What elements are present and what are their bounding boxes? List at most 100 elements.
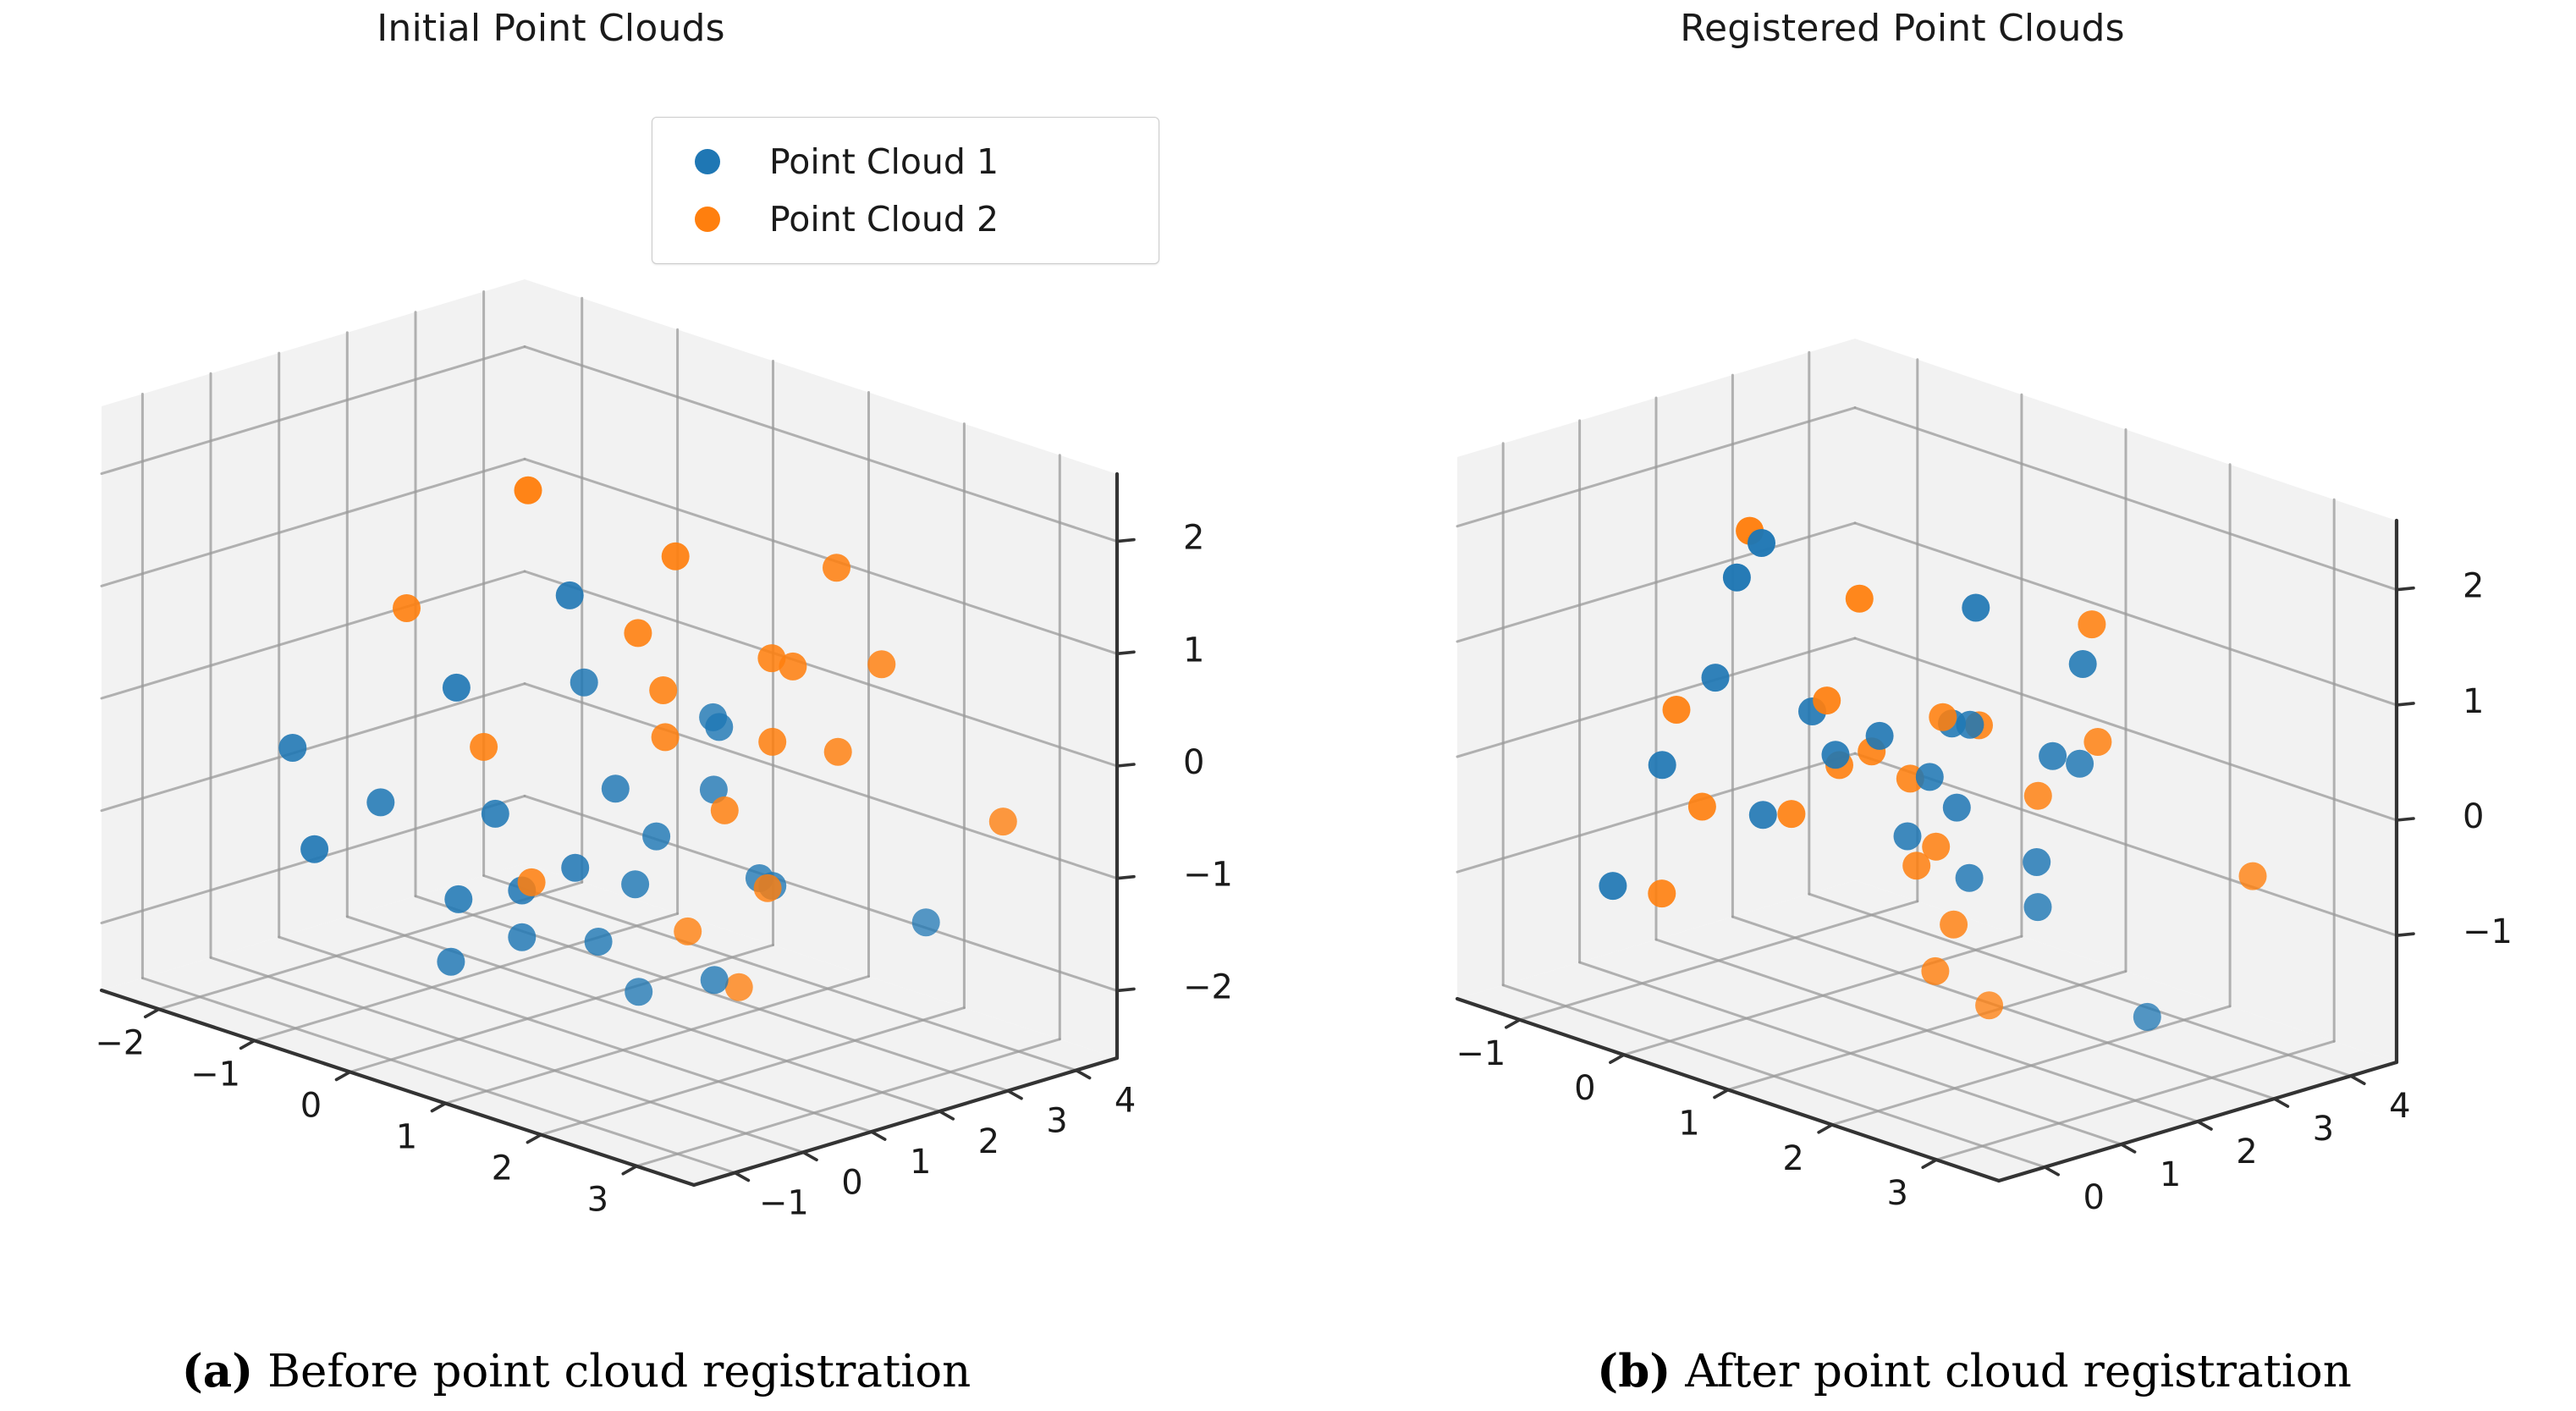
scatter-point: [300, 835, 329, 863]
legend-item-cloud2[interactable]: Point Cloud 2: [671, 190, 1137, 248]
scatter-point: [2083, 728, 2112, 756]
scatter-point: [2023, 893, 2052, 922]
scatter-point: [517, 868, 546, 896]
scatter-point: [508, 923, 537, 951]
axis-tick-label: 1: [2160, 1155, 2181, 1194]
scatter-point: [444, 885, 473, 913]
scatter-point: [514, 476, 542, 504]
scatter-point: [1821, 741, 1850, 769]
scatter-point: [867, 650, 896, 679]
scatter-point: [699, 775, 728, 804]
legend-item-cloud1[interactable]: Point Cloud 1: [671, 133, 1137, 190]
caption-a-prefix: (a): [181, 1345, 254, 1397]
scatter-point: [437, 947, 465, 976]
scatter-point: [1955, 863, 1984, 892]
axis-tick-label: 1: [396, 1118, 417, 1157]
circle-marker-icon: [695, 149, 720, 174]
scatter-point: [823, 554, 850, 582]
axis-tick-label: 0: [300, 1087, 322, 1126]
scatter-point: [1722, 563, 1751, 592]
caption-b: (b) After point cloud registration: [1330, 1345, 2576, 1397]
axis-tick-label: 1: [910, 1143, 931, 1182]
scatter-point: [555, 581, 584, 609]
scatter-point: [1921, 956, 1950, 985]
axis-tick-label: 0: [1574, 1069, 1595, 1108]
axis-tick-label: 4: [2389, 1087, 2410, 1126]
scatter-point: [649, 676, 678, 704]
axis-tick-label: 2: [1782, 1139, 1803, 1178]
scatter-point: [753, 874, 782, 902]
axis-tick-label: 0: [841, 1163, 862, 1202]
axis-tick-label: 4: [1115, 1082, 1136, 1121]
scatter-point: [651, 723, 680, 752]
axis-tick-label: 1: [1678, 1105, 1699, 1144]
scatter-point: [1687, 792, 1716, 821]
scatter-point: [779, 652, 807, 681]
scatter-point: [442, 673, 471, 702]
axis-tick-label: 3: [1046, 1102, 1067, 1141]
scatter-point: [661, 542, 690, 570]
axis-tick-label: 0: [2083, 1178, 2104, 1217]
scatter-point: [1902, 852, 1931, 880]
scatter-point: [2023, 848, 2051, 876]
scatter-point: [1942, 793, 1971, 822]
data-points: [1599, 516, 2267, 1031]
scatter-point: [1648, 751, 1676, 780]
scatter-point: [1748, 529, 1775, 557]
axis-tick-label: 2: [492, 1149, 513, 1188]
scatter-point: [710, 796, 739, 824]
scatter-point: [758, 727, 787, 756]
scatter-point: [705, 713, 734, 741]
caption-b-prefix: (b): [1597, 1345, 1671, 1397]
scatter-point: [366, 788, 395, 817]
axis-tick-label: 2: [2463, 567, 2484, 606]
scatter-point: [1929, 703, 1957, 731]
scatter-point: [2039, 741, 2067, 770]
axis-tick-label: −1: [190, 1055, 240, 1094]
axis-tick-label: 0: [1183, 743, 1204, 782]
scatter-point: [1893, 822, 1922, 851]
axes-gridlines: [1456, 350, 2398, 1169]
scatter-point: [624, 619, 652, 648]
scatter-point: [1813, 686, 1841, 715]
scatter-point: [823, 737, 852, 766]
scatter-point: [1748, 801, 1777, 830]
panel-title-right: Registered Point Clouds: [1680, 7, 2125, 50]
scatter-point: [393, 594, 421, 622]
scatter-point: [561, 853, 590, 882]
scatter-point: [911, 908, 940, 937]
scatter-point: [570, 668, 598, 697]
scatter-point: [757, 644, 786, 673]
axis-tick-label: −1: [1456, 1034, 1505, 1073]
axis-tick-label: 2: [1183, 519, 1204, 558]
scatter-point: [1599, 872, 1627, 901]
scatter-point: [2068, 650, 2097, 678]
legend-label-cloud2: Point Cloud 2: [769, 199, 999, 240]
circle-marker-icon: [695, 207, 720, 232]
scatter-point: [1975, 991, 2004, 1020]
axis-tick-label: 2: [2236, 1133, 2257, 1171]
scatter-point: [700, 966, 729, 995]
scatter-point: [601, 774, 630, 803]
axis-tick-label: 3: [587, 1181, 608, 1220]
axis-tick-label: 1: [1183, 631, 1204, 670]
scatter-point: [1845, 584, 1874, 613]
axis-tick-label: −2: [95, 1023, 145, 1062]
scatter-point: [278, 734, 307, 762]
scatter-point: [1648, 879, 1676, 908]
axis-tick-label: −2: [1183, 967, 1233, 1006]
scatter-point: [674, 917, 702, 945]
scatter-point: [2066, 749, 2094, 778]
scatter-point: [2023, 781, 2052, 810]
scatter-point: [1922, 832, 1951, 861]
legend-label-cloud1: Point Cloud 1: [769, 141, 999, 182]
axis-tick-label: 3: [2313, 1110, 2334, 1149]
scatter-point: [988, 807, 1017, 836]
axis-tick-label: 0: [2463, 797, 2484, 836]
scatter-point: [1701, 664, 1730, 692]
axes-panes: [1457, 339, 2397, 1181]
